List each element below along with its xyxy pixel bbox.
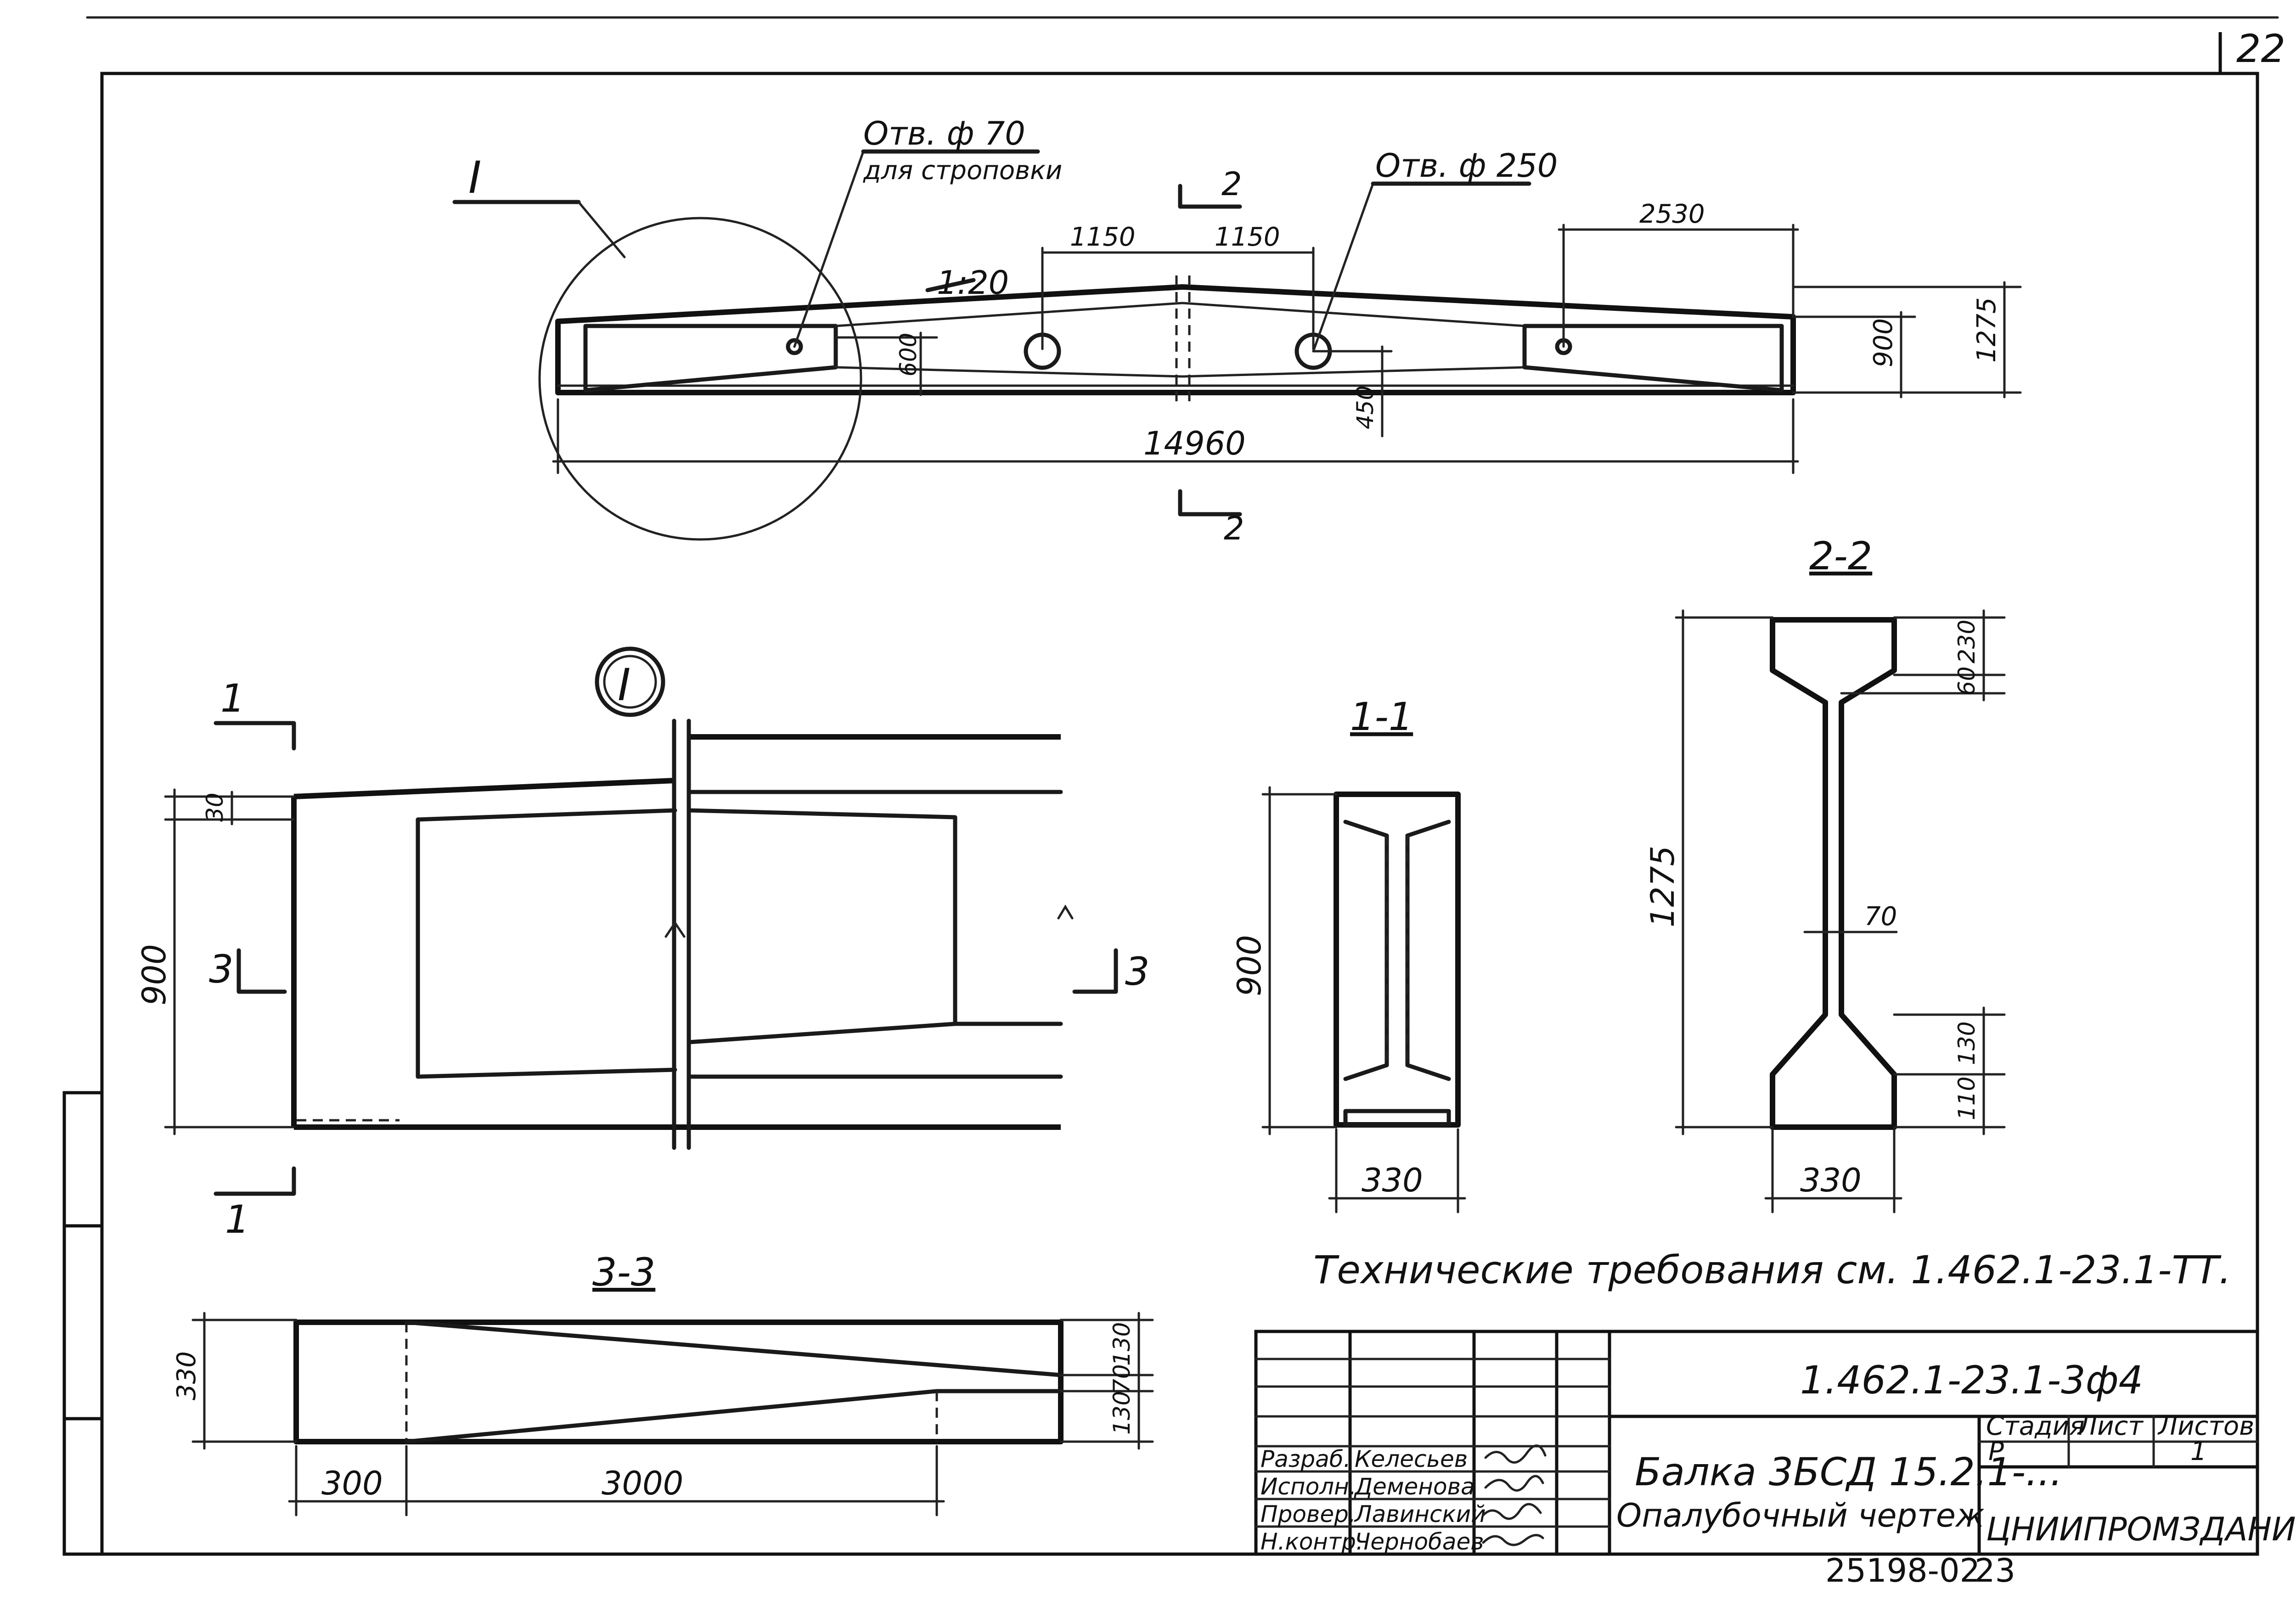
detail-dim-900: 900: [135, 944, 173, 1005]
margin-strip: [62, 1091, 104, 1556]
section-2-2-dim-230: 230: [1953, 620, 1980, 663]
title-block: 1.462.1-23.1-3ф4 Балка 3БСД 15.2.1-... О…: [1254, 1330, 2296, 1556]
section-3-3-dim-330: 330: [172, 1351, 202, 1400]
section-3-3-title: 3-3: [592, 1250, 655, 1295]
sig-name-2: Деменова: [1354, 1473, 1475, 1500]
detail-mark-circle: [595, 646, 665, 717]
handwritten-signatures: [1482, 1444, 1547, 1546]
detail-section-1-bottom: 1: [225, 1197, 249, 1242]
section-2-2-title: 2-2: [1809, 533, 1872, 578]
beam-outline: [555, 284, 1796, 395]
dim-2530: 2530: [1639, 199, 1705, 229]
end-block-right: [1522, 324, 1784, 393]
dim-1150-left: 1150: [1070, 222, 1136, 252]
detail-section-1-top: 1: [220, 676, 245, 721]
section-1-1-dim-900: 900: [1231, 935, 1268, 996]
lifting-hole-left: [786, 338, 803, 355]
tech-requirements-note: Технические требования см. 1.462.1-23.1-…: [1313, 1247, 2231, 1292]
beam-elevation: I Отв. ф 70 для строповки Отв. ф 250 1:2…: [452, 115, 2022, 547]
hole-small-label: Отв. ф 70: [863, 115, 1025, 152]
section-mark-bottom: [1178, 489, 1242, 517]
section-2-2-dim-330: 330: [1800, 1162, 1862, 1199]
page-number: 22: [2236, 26, 2285, 71]
detail-section-3-right: 3: [1125, 949, 1149, 994]
section-2-2-dim-130: 130: [1953, 1022, 1980, 1065]
dim-600: 600: [895, 333, 922, 376]
dim-1275: 1275: [1972, 297, 2002, 363]
section-2-2-dim-70: 70: [1864, 902, 1897, 932]
organization: ЦНИИПРОМЗДАНИЙ: [1986, 1511, 2296, 1548]
section-3-3-dim-70: 70: [1109, 1364, 1135, 1393]
section-3-3-dim-3000: 3000: [602, 1465, 683, 1502]
section-1-1-dim-330: 330: [1362, 1162, 1423, 1199]
inventory-page: 23: [1975, 1552, 2015, 1589]
section-mark-2-bottom: 2: [1224, 510, 1244, 547]
detail-section-3-left: 3: [209, 947, 233, 992]
stage-value: Р: [1988, 1437, 2004, 1466]
section-3-3: 3-3 330 130 70 130 300 3000: [172, 1250, 1154, 1516]
section-3-3-dim-130-bottom: 130: [1109, 1391, 1135, 1435]
stage-label: Стадия: [1986, 1411, 2085, 1441]
detail-mark: I: [618, 659, 630, 711]
slope-label: 1:20: [937, 264, 1009, 302]
sig-name-4: Чернобаев: [1355, 1528, 1484, 1555]
sig-role-3: Провер.: [1261, 1501, 1356, 1527]
hole-large-label: Отв. ф 250: [1375, 147, 1558, 185]
section-1-1: 1-1 900 330: [1231, 694, 1466, 1213]
sig-name-3: Лавинский: [1354, 1501, 1486, 1527]
sig-name-1: Келесьев: [1355, 1446, 1468, 1472]
dim-1150-right: 1150: [1215, 222, 1280, 252]
sheets-value: 1: [2190, 1437, 2207, 1466]
section-mark-2-top: 2: [1221, 165, 1242, 203]
detail-I: I 1 1 3 3 30 900: [135, 646, 1149, 1242]
section-2-2-outline: [1770, 617, 1897, 1130]
section-mark-top: [1178, 184, 1242, 209]
callout-mark: I: [468, 152, 481, 203]
detail-dim-30: 30: [202, 792, 228, 822]
title-line-2: Опалубочный чертеж: [1616, 1497, 1985, 1534]
section-2-2-dim-60: 60: [1953, 666, 1980, 696]
section-1-1-title: 1-1: [1350, 694, 1413, 739]
sig-role-2: Исполн.: [1261, 1473, 1356, 1500]
hole-small-note: для строповки: [863, 156, 1062, 185]
dim-450: 450: [1352, 386, 1379, 429]
section-3-3-outline: [293, 1320, 1064, 1444]
section-2-2-dim-110: 110: [1953, 1077, 1980, 1120]
section-2-2: 2-2 1275 230 60 70 130 110 330: [1644, 533, 2006, 1213]
detail-top-flange: [293, 778, 675, 799]
sheet-label: Лист: [2077, 1411, 2144, 1441]
section-2-2-dim-1275: 1275: [1644, 846, 1682, 927]
sig-role-1: Разраб.: [1261, 1446, 1351, 1472]
section-3-3-dim-130-top: 130: [1109, 1322, 1135, 1366]
dim-14960: 14960: [1143, 425, 1246, 462]
dim-900: 900: [1868, 318, 1898, 367]
title-line-1: Балка 3БСД 15.2.1-...: [1635, 1449, 2062, 1494]
callout-circle: [538, 217, 862, 541]
inventory-number: 25198-02: [1825, 1552, 1980, 1589]
section-3-3-dim-300: 300: [321, 1465, 383, 1502]
sheets-label: Листов: [2157, 1411, 2254, 1441]
document-code: 1.462.1-23.1-3ф4: [1800, 1358, 2143, 1403]
web-outline: [834, 302, 1526, 378]
sig-role-4: Н.контр.: [1261, 1528, 1363, 1555]
drawing-frame: [100, 72, 2259, 1556]
